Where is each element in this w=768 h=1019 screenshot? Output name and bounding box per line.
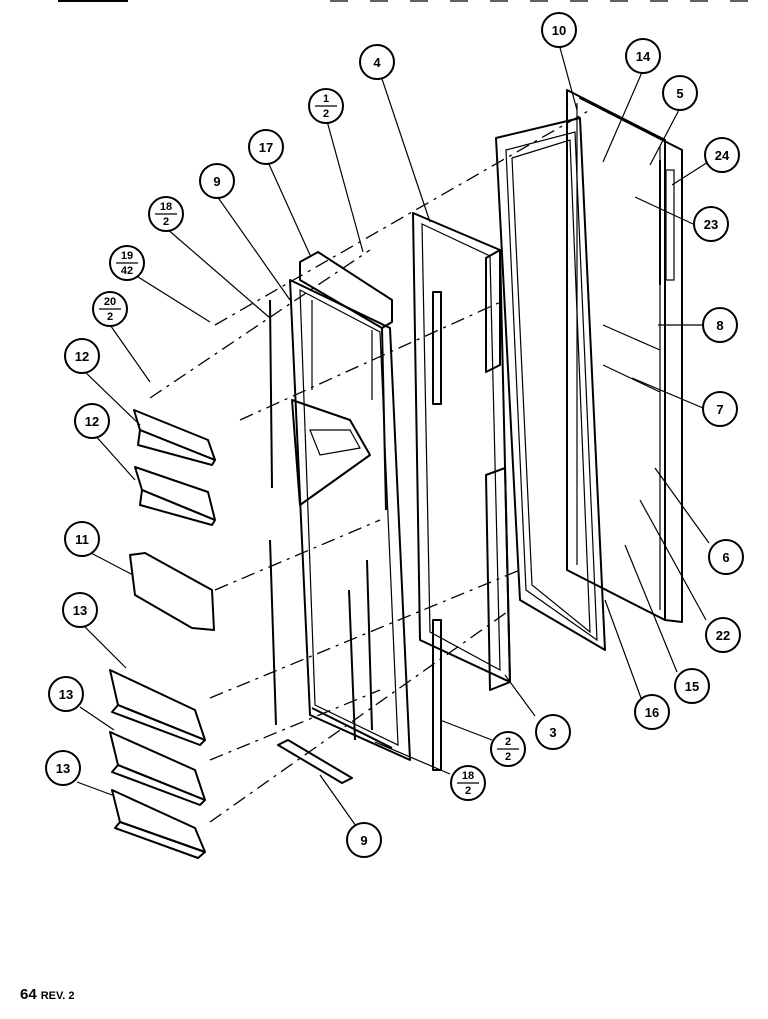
callout-8: 8: [702, 307, 738, 343]
door-liner-frame: [412, 212, 511, 771]
svg-text:12: 12: [75, 349, 89, 364]
svg-text:2: 2: [323, 108, 329, 120]
svg-text:2: 2: [505, 751, 511, 763]
svg-text:12: 12: [85, 414, 99, 429]
callout-11: 11: [64, 521, 100, 557]
callout-23: 23: [693, 206, 729, 242]
callout-13-top: 13: [62, 592, 98, 628]
svg-text:10: 10: [552, 23, 566, 38]
svg-text:2: 2: [505, 736, 511, 748]
svg-text:17: 17: [259, 140, 273, 155]
callout-9-top: 9: [199, 163, 235, 199]
svg-text:11: 11: [75, 532, 89, 547]
callout-19-42: 19 42: [109, 245, 145, 281]
svg-text:2: 2: [163, 216, 169, 228]
callout-2-2: 2 2: [490, 731, 526, 767]
callout-16: 16: [634, 694, 670, 730]
svg-text:24: 24: [715, 148, 730, 163]
callout-24: 24: [704, 137, 740, 173]
svg-text:18: 18: [462, 770, 474, 782]
door-gasket-frame: [495, 117, 606, 651]
callout-20-2: 20 2: [92, 291, 128, 327]
leader-lines: [76, 43, 710, 827]
door-shelves: [109, 409, 216, 859]
svg-text:15: 15: [685, 679, 699, 694]
callout-22: 22: [705, 617, 741, 653]
callout-9-bottom: 9: [346, 822, 382, 858]
callout-3: 3: [535, 714, 571, 750]
svg-text:1: 1: [323, 93, 329, 105]
callout-13-bottom: 13: [45, 750, 81, 786]
svg-text:8: 8: [716, 318, 723, 333]
callout-5: 5: [662, 75, 698, 111]
callout-14: 14: [625, 38, 661, 74]
callout-6: 6: [708, 539, 744, 575]
callout-15: 15: [674, 668, 710, 704]
svg-text:23: 23: [704, 217, 718, 232]
callout-17: 17: [248, 129, 284, 165]
svg-text:2: 2: [465, 785, 471, 797]
page-number: 64: [20, 986, 37, 1003]
svg-text:6: 6: [722, 550, 729, 565]
svg-text:22: 22: [716, 628, 730, 643]
svg-text:9: 9: [360, 833, 367, 848]
callout-1-2: 1 2: [308, 88, 344, 124]
svg-text:5: 5: [676, 86, 683, 101]
svg-text:20: 20: [104, 296, 116, 308]
svg-text:4: 4: [373, 55, 381, 70]
callout-13-middle: 13: [48, 676, 84, 712]
callout-12-upper: 12: [64, 338, 100, 374]
inner-door-housing: [269, 251, 411, 761]
bottom-trim-bar: [277, 739, 353, 784]
revision-label: REV. 2: [40, 990, 75, 1002]
svg-text:13: 13: [59, 687, 73, 702]
svg-text:16: 16: [645, 705, 659, 720]
svg-text:42: 42: [121, 265, 133, 277]
svg-text:3: 3: [549, 725, 556, 740]
svg-text:13: 13: [56, 761, 70, 776]
callout-10: 10: [541, 12, 577, 48]
callout-18-2-top: 18 2: [148, 196, 184, 232]
callout-4: 4: [359, 44, 395, 80]
callout-18-2-bottom: 18 2: [450, 765, 486, 801]
callout-12-lower: 12: [74, 403, 110, 439]
svg-text:7: 7: [716, 402, 723, 417]
svg-text:19: 19: [121, 250, 133, 262]
svg-text:9: 9: [213, 174, 220, 189]
svg-text:2: 2: [107, 311, 113, 323]
alignment-lines: [149, 109, 591, 823]
svg-text:18: 18: [160, 201, 172, 213]
callout-7: 7: [702, 391, 738, 427]
svg-text:13: 13: [73, 603, 87, 618]
svg-text:14: 14: [636, 49, 651, 64]
